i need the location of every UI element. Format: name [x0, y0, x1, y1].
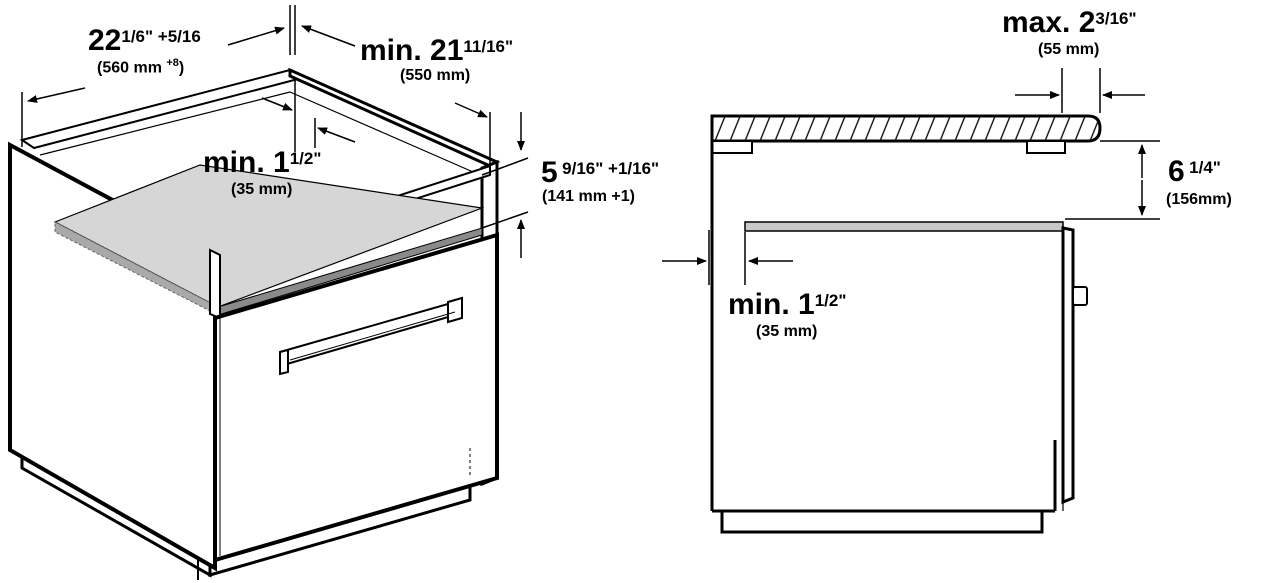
depth-dimension-arrows — [301, 25, 491, 165]
gap-dimension-arrows — [1065, 140, 1160, 220]
depth-main: min. 21 — [360, 34, 464, 67]
overhang-label: max. 23/16" — [1002, 8, 1137, 38]
depth-fraction: 11/16" — [463, 37, 514, 56]
overhang-fraction: 3/16" — [1095, 9, 1137, 28]
depth-metric: (550 mm) — [400, 67, 471, 84]
depth-label: min. 2111/16" — [360, 36, 513, 66]
oven-body-section — [744, 221, 1088, 505]
setback-main: min. 1 — [203, 146, 290, 179]
width-dimension-arrows — [21, 5, 296, 140]
countertop — [710, 114, 1102, 154]
gap-main: 6 — [1168, 155, 1185, 188]
width-label: 221/6" +5/16 — [88, 26, 201, 56]
setback-label: min. 11/2" — [203, 148, 321, 178]
front-clearance-main: min. 1 — [728, 288, 815, 321]
overhang-main: max. 2 — [1002, 6, 1096, 39]
front-clearance-fraction: 1/2" — [814, 291, 847, 310]
setback-dimension-arrows — [261, 97, 356, 148]
side-plinth — [720, 509, 1044, 534]
oven-door-handle — [279, 296, 463, 376]
gap-metric: (156mm) — [1166, 191, 1232, 208]
width-fraction: 1/6" +5/16 — [121, 27, 201, 46]
front-clearance-dimension-arrows — [662, 230, 793, 285]
width-metric: (560 mm +8) — [97, 57, 185, 77]
setback-fraction: 1/2" — [289, 149, 322, 168]
front-clearance-label: min. 11/2" — [728, 290, 846, 320]
width-main: 22 — [88, 24, 122, 57]
overhang-dimension-arrows — [1015, 68, 1145, 113]
gap-fraction: 1/4" — [1189, 158, 1221, 177]
height-label: 5 9/16" +1/16" — [541, 158, 659, 188]
front-clearance-metric: (35 mm) — [756, 323, 818, 340]
height-dimension-arrows — [481, 112, 529, 258]
setback-metric: (35 mm) — [231, 181, 293, 198]
oven-top-shelf — [53, 164, 485, 316]
gap-label: 6 1/4" — [1168, 157, 1221, 187]
height-main: 5 — [541, 156, 558, 189]
height-fraction: 9/16" +1/16" — [562, 159, 660, 178]
height-metric: (141 mm +1) — [542, 188, 635, 205]
overhang-metric: (55 mm) — [1038, 41, 1100, 58]
